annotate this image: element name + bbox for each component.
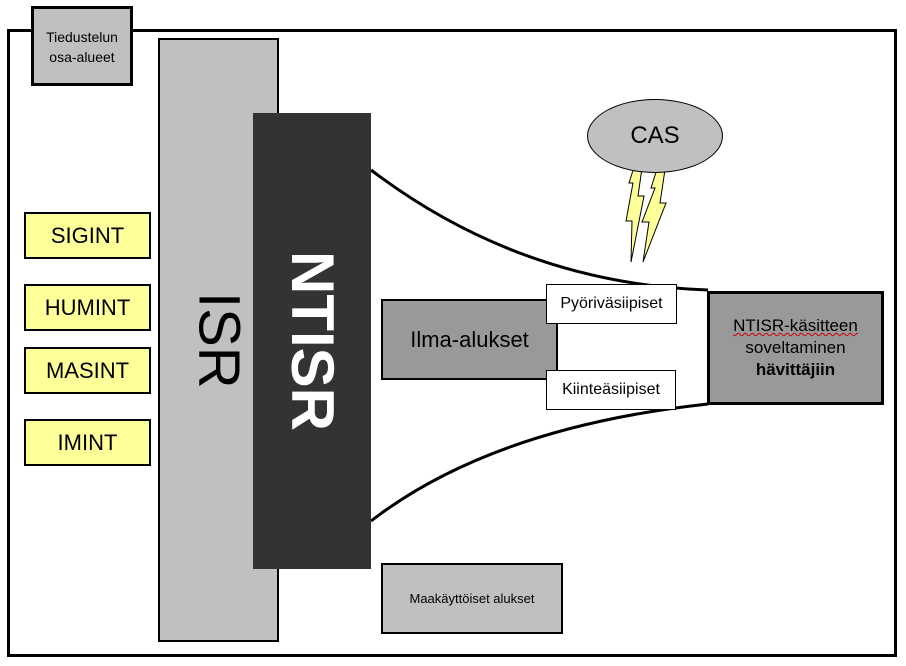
rotary-wing-label: Pyöriväsiipiset: [560, 295, 663, 312]
ntisr-bar: NTISR: [253, 113, 371, 569]
isr-label: ISR: [186, 291, 252, 389]
ntisr-application-box: NTISR-käsitteen soveltaminen hävittäjiin: [707, 291, 884, 405]
cas-ellipse: CAS: [587, 99, 723, 173]
ntisr-label: NTISR: [279, 251, 346, 431]
ground-vehicles-box: Maakäyttöiset alukset: [381, 563, 563, 634]
imint-box: IMINT: [24, 419, 151, 466]
sigint-label: SIGINT: [50, 222, 125, 248]
corner-label-line-1: Tiedustelun: [46, 29, 118, 45]
aircraft-label: Ilma-alukset: [410, 326, 529, 352]
humint-label: HUMINT: [44, 294, 131, 320]
application-line-1: NTISR-käsitteen: [733, 316, 858, 335]
sigint-box: SIGINT: [24, 212, 151, 259]
corner-label-line-2: osa-alueet: [49, 49, 115, 65]
fixed-wing-box: Kiinteäsiipiset: [546, 370, 676, 410]
application-line-3: hävittäjiin: [755, 360, 836, 379]
masint-box: MASINT: [24, 347, 151, 394]
humint-box: HUMINT: [24, 284, 151, 331]
aircraft-box: Ilma-alukset: [381, 299, 558, 380]
masint-label: MASINT: [45, 357, 130, 383]
rotary-wing-box: Pyöriväsiipiset: [546, 284, 677, 324]
application-line-2: soveltaminen: [745, 338, 846, 357]
ground-vehicles-label: Maakäyttöiset alukset: [409, 591, 535, 606]
cas-label: CAS: [630, 122, 680, 149]
imint-label: IMINT: [57, 429, 118, 455]
intelligence-domains-label: Tiedustelun osa-alueet: [31, 6, 133, 86]
fixed-wing-label: Kiinteäsiipiset: [562, 381, 660, 398]
